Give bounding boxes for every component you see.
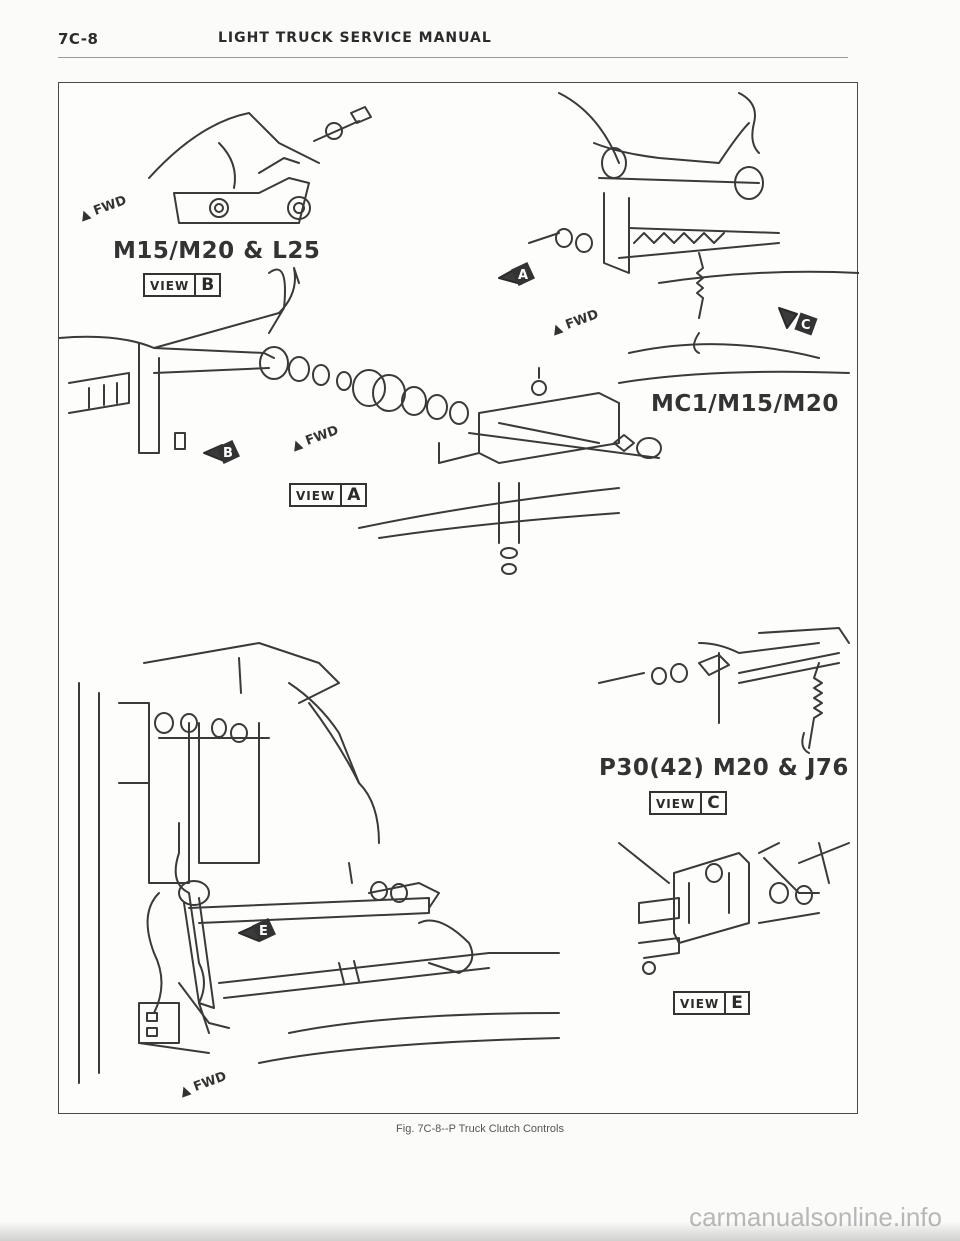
view-e-word: VIEW [675, 993, 727, 1013]
view-b-box: VIEW B [143, 273, 222, 297]
watermark: carmanualsonline.info [689, 1202, 942, 1232]
view-e-linkage-drawing [618, 842, 850, 975]
callout-b-label: B [223, 446, 233, 461]
callout-e-badge [252, 918, 276, 942]
view-a-cross-shaft-drawing [59, 267, 662, 575]
lower-left-linkage-drawing [78, 642, 560, 1084]
page-header: 7C-8 LIGHT TRUCK SERVICE MANUAL [58, 30, 838, 54]
figure-illustration: A C B E M15/M20 & L25 MC1/M15/M20 P30(42… [58, 82, 859, 1114]
bottom-shade [0, 1221, 960, 1241]
view-c-letter: C [707, 793, 720, 813]
view-b-letter: B [201, 275, 215, 295]
figure-caption: Fig. 7C-8--P Truck Clutch Controls [396, 1123, 564, 1135]
view-b-bracket-drawing [148, 106, 372, 224]
callout-badges: A C B E [216, 262, 818, 942]
view-a-letter: A [347, 485, 361, 505]
view-e-box: VIEW E [673, 991, 750, 1015]
callout-a-badge [511, 262, 535, 286]
view-b-word: VIEW [145, 275, 197, 295]
callout-a-label: A [518, 268, 528, 283]
callout-e-label: E [259, 924, 268, 939]
model-label-c: P30(42) M20 & J76 [599, 755, 849, 781]
mc1-linkage-drawing [528, 92, 859, 384]
view-c-box: VIEW C [649, 791, 727, 815]
page-number: 7C-8 [58, 30, 99, 48]
view-e-letter: E [731, 993, 743, 1013]
clutch-controls-drawing: A C B E [59, 92, 859, 1084]
callout-c-label: C [801, 318, 811, 333]
callout-c-badge [794, 312, 818, 336]
model-label-b: M15/M20 & L25 [113, 238, 321, 264]
callout-arrows [203, 267, 798, 942]
header-rule [58, 57, 848, 58]
view-a-word: VIEW [291, 485, 343, 505]
manual-title: LIGHT TRUCK SERVICE MANUAL [218, 30, 492, 46]
model-label-a: MC1/M15/M20 [651, 391, 839, 417]
view-a-box: VIEW A [289, 483, 368, 507]
view-c-linkage-drawing [598, 627, 850, 754]
view-c-word: VIEW [651, 793, 703, 813]
callout-b-badge [216, 440, 240, 464]
